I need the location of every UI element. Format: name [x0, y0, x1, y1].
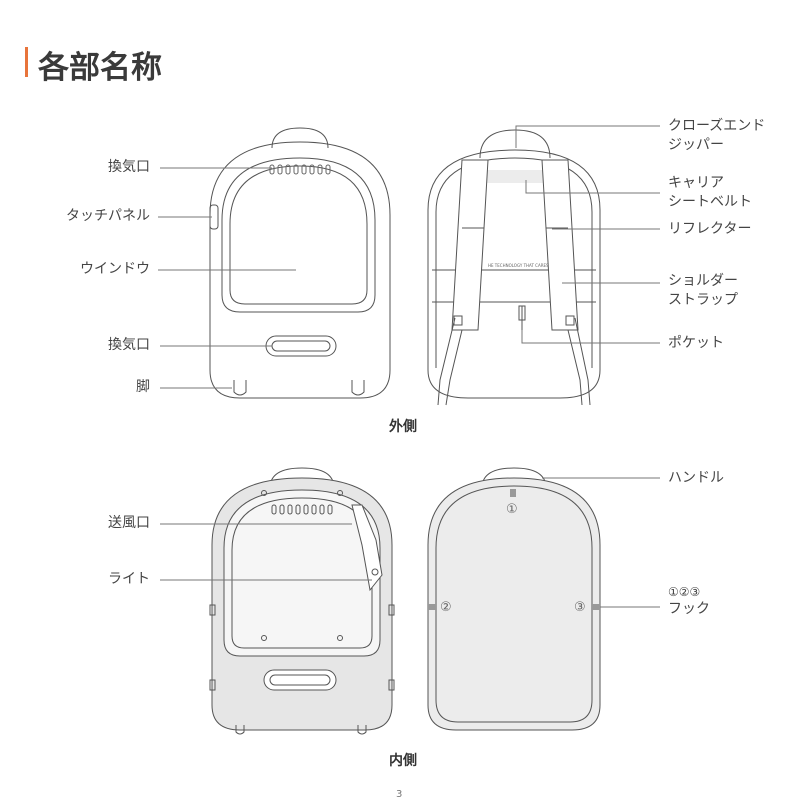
- label-seatbelt: キャリアシートベルト: [668, 174, 752, 212]
- page-title: 各部名称: [38, 50, 162, 86]
- label-light: ライト: [108, 571, 150, 587]
- label-vent-bottom: 換気口: [108, 337, 150, 353]
- label-handle: ハンドル: [668, 470, 724, 486]
- strap-print-text: HE TECHNOLOGY THAT CARES: [488, 263, 549, 268]
- marker-2: ②: [440, 600, 452, 615]
- label-touch-panel: タッチパネル: [66, 208, 150, 224]
- label-air-outlet: 送風口: [108, 515, 150, 531]
- label-vent-top: 換気口: [108, 159, 150, 175]
- inner-front-drawing: [209, 467, 395, 735]
- label-pocket: ポケット: [668, 335, 724, 351]
- label-line: ショルダー: [668, 273, 738, 289]
- label-hook-numbers: ①②③: [668, 585, 701, 599]
- label-shoulder-strap: ショルダーストラップ: [668, 272, 738, 310]
- label-line: キャリア: [668, 175, 724, 191]
- label-line: シートベルト: [668, 194, 752, 210]
- label-line: クローズエンド: [668, 118, 766, 134]
- caption-outer: 外側: [389, 419, 417, 435]
- label-window: ウインドウ: [80, 261, 150, 277]
- caption-inner: 内側: [389, 753, 417, 769]
- page-number: 3: [396, 789, 403, 800]
- front-view-drawing: [209, 127, 391, 399]
- back-view-drawing: [427, 129, 601, 406]
- label-hook: フック: [668, 601, 710, 617]
- title-accent-bar: [25, 47, 28, 77]
- label-line: ジッパー: [668, 137, 724, 153]
- label-feet: 脚: [136, 379, 150, 395]
- label-reflector: リフレクター: [668, 221, 752, 237]
- label-zipper: クローズエンドジッパー: [668, 117, 765, 155]
- leader-lines: [158, 125, 660, 608]
- marker-3: ③: [574, 600, 586, 615]
- label-line: ストラップ: [668, 292, 738, 308]
- inner-back-drawing: [427, 467, 601, 731]
- marker-1: ①: [506, 502, 518, 517]
